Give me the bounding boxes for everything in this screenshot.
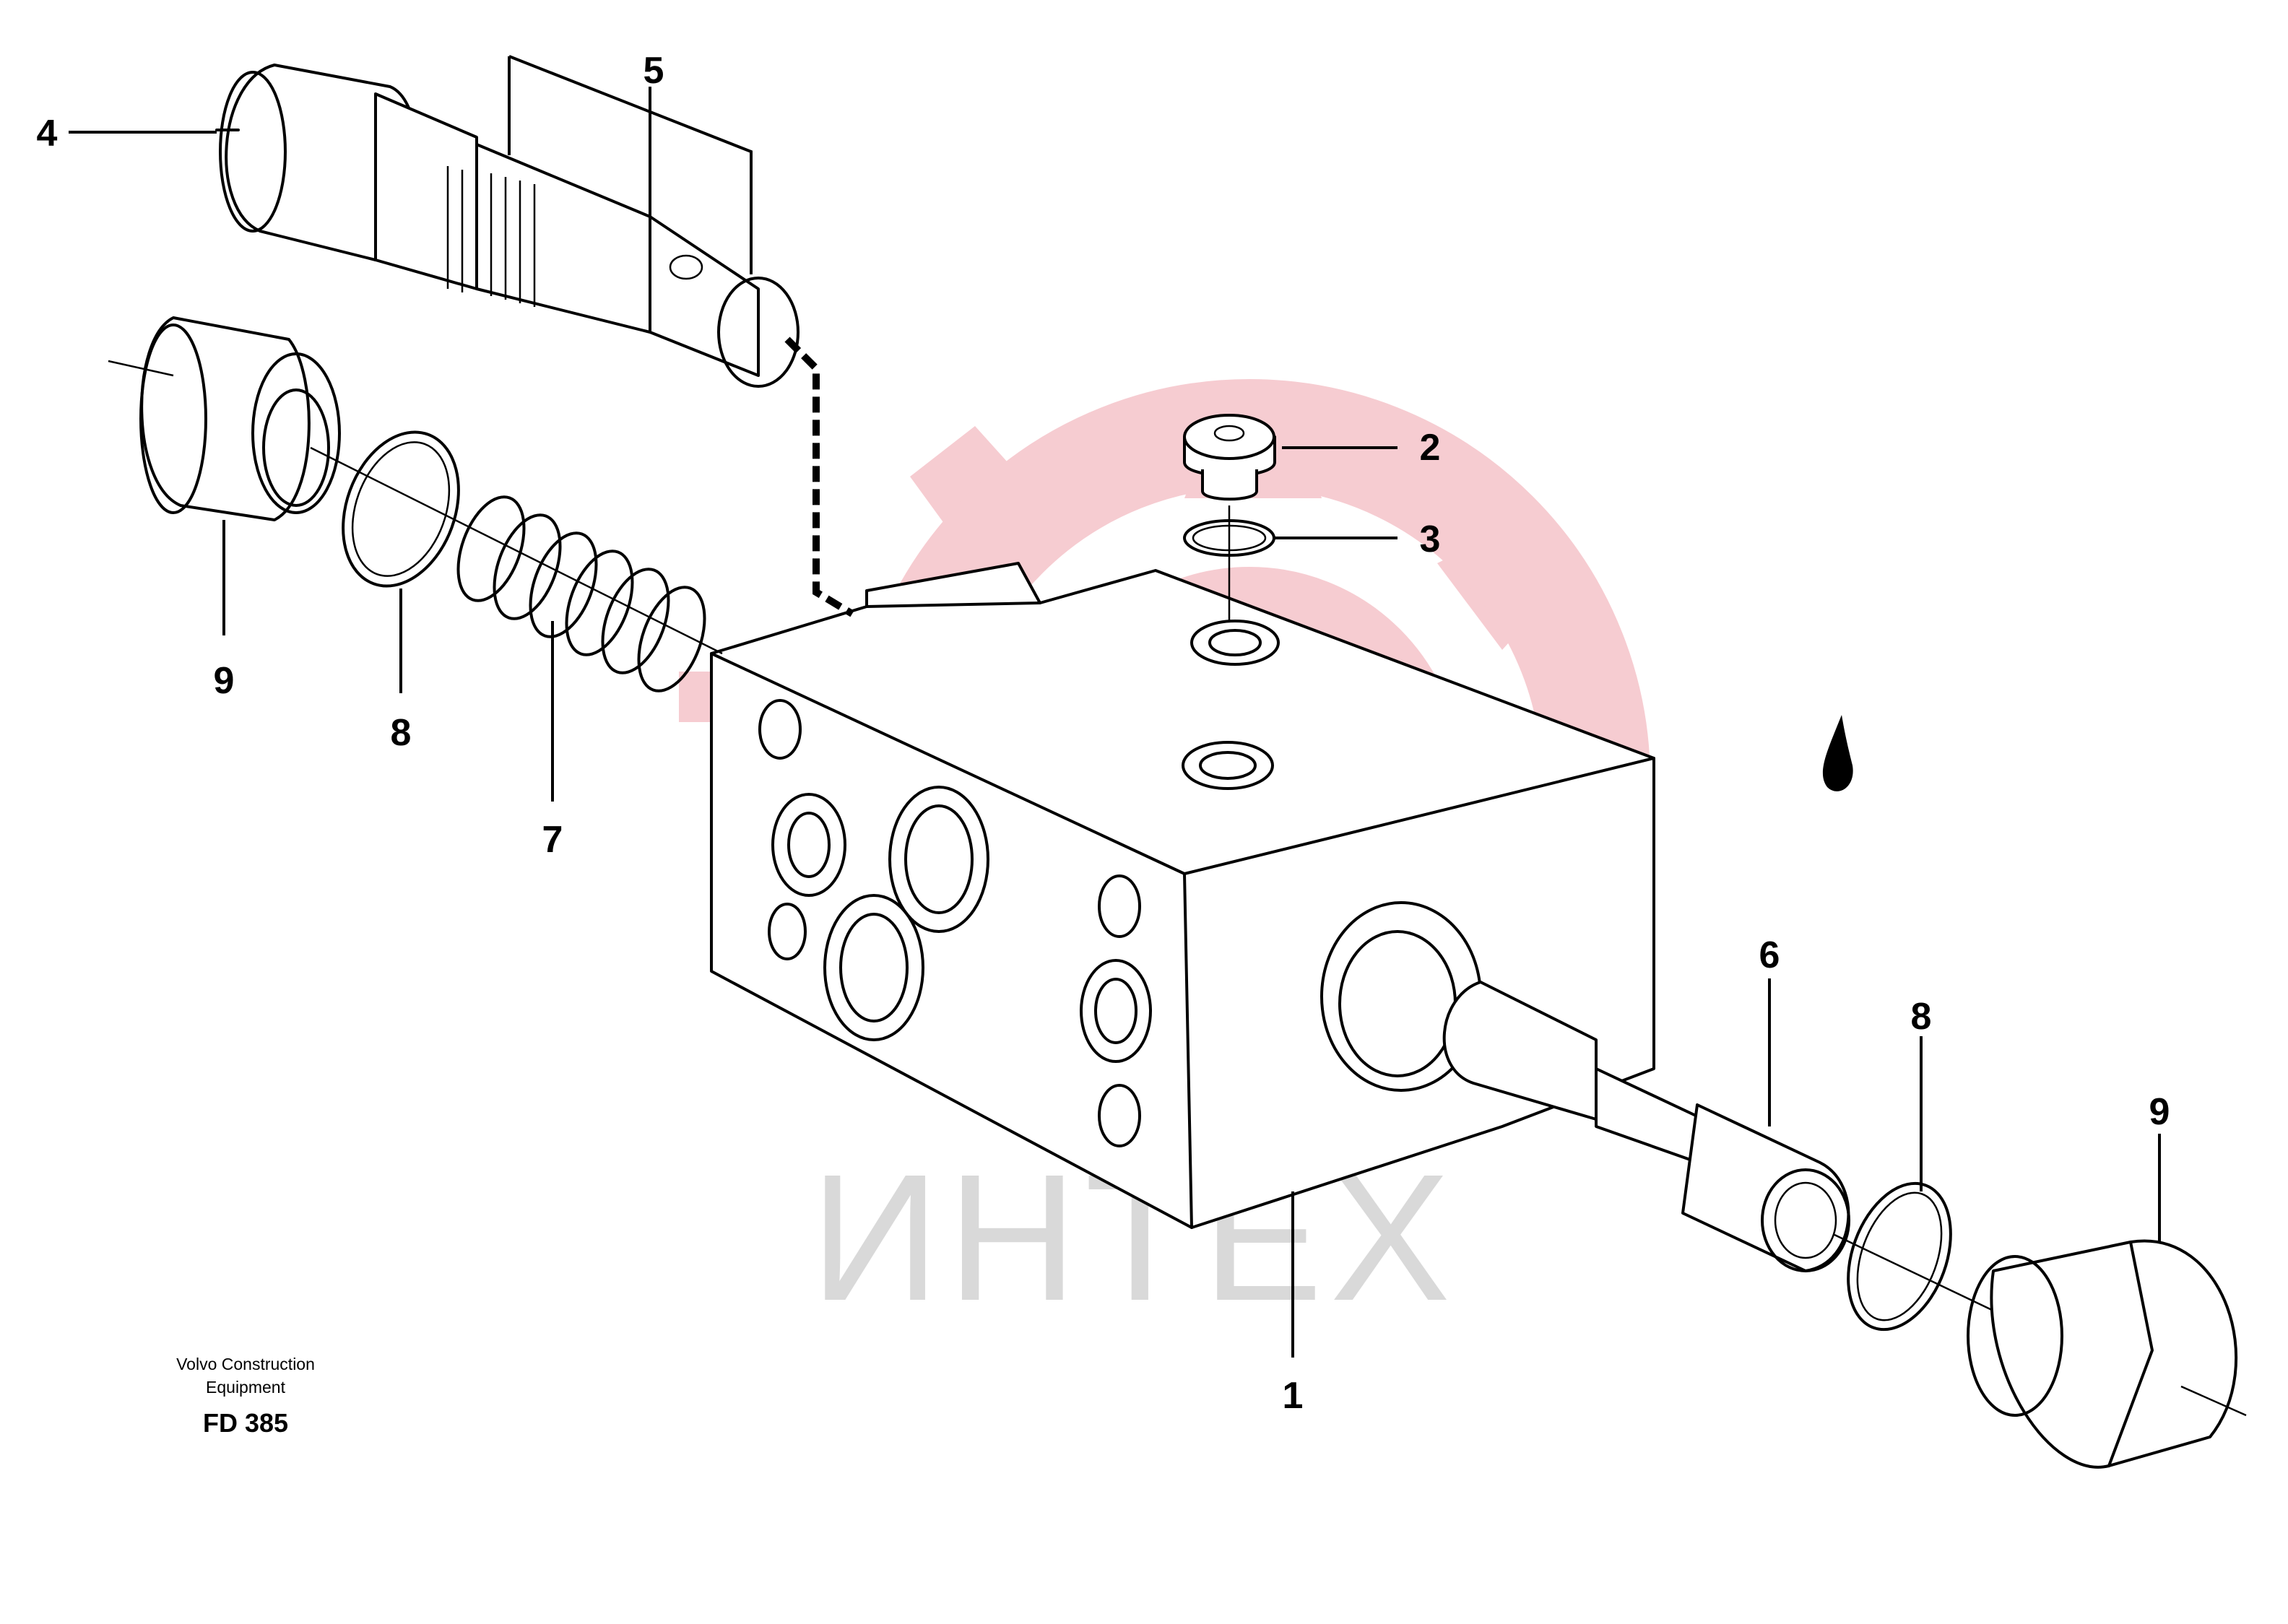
callout-1: 1: [1283, 1375, 1304, 1417]
callout-5: 5: [644, 50, 664, 92]
o-ring-part-8-upper: [342, 430, 460, 588]
callout-9-lower: 9: [2149, 1091, 2170, 1133]
oil-drop-icon: [1822, 715, 1853, 791]
valve-block-part-1: [710, 562, 1655, 1229]
figure-code: FD 385: [202, 1408, 289, 1438]
o-ring-part-8-lower: [1847, 1181, 1952, 1332]
callout-labels: 4 5 2 3 9 8 7 1 6 8 9: [37, 50, 2170, 1417]
callout-9-upper: 9: [214, 660, 235, 702]
plug-part-9-lower: [1967, 1239, 2247, 1469]
callout-4: 4: [37, 113, 58, 155]
callout-2: 2: [1420, 427, 1441, 469]
o-ring-part-3: [1183, 519, 1275, 557]
callout-8-upper: 8: [391, 712, 412, 754]
callout-3: 3: [1420, 518, 1441, 560]
assembly-line-dashed: [784, 336, 854, 617]
cartridge-valve-part-5: [215, 64, 800, 388]
spring-part-7: [310, 446, 723, 692]
plug-part-9-upper: [108, 316, 341, 521]
manufacturer-label: Volvo Construction Equipment: [176, 1355, 315, 1397]
callout-8-lower: 8: [1911, 996, 1932, 1038]
callout-6: 6: [1759, 934, 1780, 976]
leader-lines: [69, 55, 2161, 1358]
callout-7: 7: [542, 819, 563, 861]
screw-plug-part-2: [1183, 414, 1276, 621]
